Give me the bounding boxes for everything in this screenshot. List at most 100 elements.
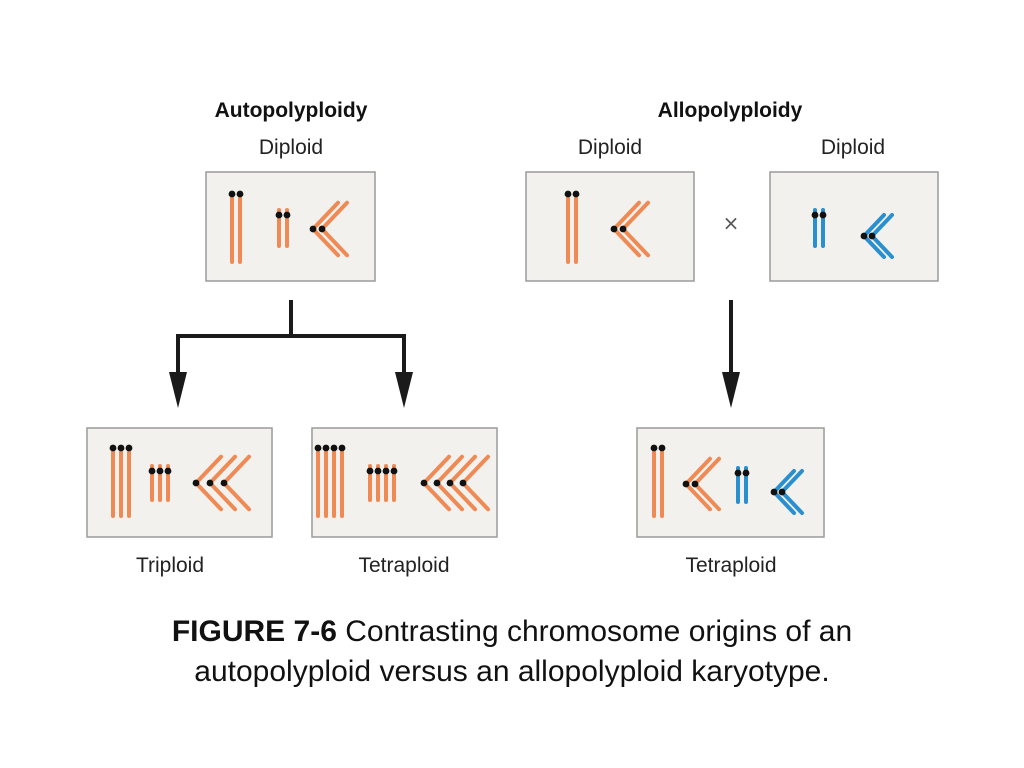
centromere — [770, 488, 778, 496]
arrowhead-right — [395, 372, 413, 408]
centromere — [742, 469, 750, 477]
v-chromosome-arm — [320, 227, 349, 258]
centromere — [314, 444, 322, 452]
v-chromosome-arm — [621, 227, 650, 258]
allopolyploidy-parent-left-label: Diploid — [578, 136, 642, 159]
v-chromosome-arm — [448, 481, 477, 512]
v-chromosome-arm — [435, 454, 464, 485]
v-chromosome-arm — [684, 456, 712, 486]
centromere — [322, 444, 330, 452]
centromere — [420, 479, 428, 487]
centromere — [860, 232, 868, 240]
centromere — [109, 444, 117, 452]
auto-tetraploid-label: Tetraploid — [358, 554, 449, 577]
figure-number: FIGURE 7-6 — [171, 615, 337, 648]
v-chromosome-arm — [311, 200, 340, 231]
auto-diploid-chromosomes — [228, 190, 349, 264]
v-chromosome-arm — [772, 490, 796, 515]
allopolyploidy-parent-right-label: Diploid — [821, 136, 885, 159]
caption-line-1: FIGURE 7-6 Contrasting chromosome origin… — [0, 612, 1024, 652]
allo-parent-b-chromosomes — [811, 208, 894, 259]
autopolyploidy-heading: Autopolyploidy — [215, 99, 368, 122]
centromere — [283, 211, 291, 219]
v-chromosome-arm — [208, 481, 237, 512]
allo-parent-a-chromosomes — [564, 190, 650, 264]
centromere — [734, 469, 742, 477]
centromere — [156, 467, 164, 475]
auto-tetraploid-panel — [311, 427, 498, 538]
centromere — [572, 190, 580, 198]
v-chromosome-arm — [772, 469, 796, 494]
allo-tetraploid-chromosomes — [650, 444, 804, 518]
v-chromosome-arm — [422, 481, 451, 512]
v-chromosome-arm — [222, 481, 251, 512]
allo-parent-a-panel — [525, 171, 695, 282]
centromere — [811, 211, 819, 219]
centromere — [330, 444, 338, 452]
v-chromosome-arm — [612, 227, 641, 258]
autopolyploidy-parent-label: Diploid — [259, 136, 323, 159]
v-chromosome-arm — [693, 482, 721, 512]
centromere — [819, 211, 827, 219]
centromere — [433, 479, 441, 487]
arrowhead-left — [169, 372, 187, 408]
centromere — [650, 444, 658, 452]
v-chromosome-arm — [862, 234, 886, 259]
centromere — [390, 467, 398, 475]
caption-line-2: autopolyploid versus an allopolyploid ka… — [194, 655, 830, 688]
v-chromosome-arm — [684, 482, 712, 512]
allo-tetraploid-label: Tetraploid — [685, 554, 776, 577]
centromere — [318, 225, 326, 233]
v-chromosome-arm — [693, 456, 721, 486]
centromere — [117, 444, 125, 452]
centromere — [206, 479, 214, 487]
v-chromosome-arm — [208, 454, 237, 485]
auto-tetraploid-chromosomes — [314, 444, 490, 518]
allo-parent-b-panel — [769, 171, 939, 282]
polyploidy-diagram: Autopolyploidy Diploid Allopolyploidy Di… — [86, 99, 939, 577]
v-chromosome-arm — [780, 469, 804, 494]
v-chromosome-arm — [870, 213, 894, 238]
centromere — [236, 190, 244, 198]
caption-text-1: Contrasting chromosome origins of an — [345, 615, 853, 648]
centromere — [868, 232, 876, 240]
branch-bar — [176, 334, 406, 380]
centromere — [192, 479, 200, 487]
v-chromosome-arm — [862, 213, 886, 238]
allo-arrow — [722, 300, 740, 408]
centromere — [778, 488, 786, 496]
centromere — [619, 225, 627, 233]
centromere — [275, 211, 283, 219]
centromere — [164, 467, 172, 475]
centromere — [374, 467, 382, 475]
figure-caption: FIGURE 7-6 Contrasting chromosome origin… — [0, 612, 1024, 692]
centromere — [125, 444, 133, 452]
v-chromosome-arm — [194, 481, 223, 512]
centromere — [309, 225, 317, 233]
v-chromosome-arm — [461, 481, 490, 512]
centromere — [382, 467, 390, 475]
centromere — [228, 190, 236, 198]
v-chromosome-arm — [435, 481, 464, 512]
v-chromosome-arm — [320, 200, 349, 231]
auto-triploid-panel — [86, 427, 273, 538]
auto-triploid-chromosomes — [109, 444, 251, 518]
centromere — [366, 467, 374, 475]
centromere — [446, 479, 454, 487]
centromere — [691, 480, 699, 488]
v-chromosome-arm — [612, 200, 641, 231]
v-chromosome-arm — [194, 454, 223, 485]
v-chromosome-arm — [461, 454, 490, 485]
v-chromosome-arm — [621, 200, 650, 231]
centromere — [148, 467, 156, 475]
v-chromosome-arm — [780, 490, 804, 515]
v-chromosome-arm — [870, 234, 894, 259]
auto-diploid-panel — [205, 171, 376, 282]
v-chromosome-arm — [422, 454, 451, 485]
triploid-label: Triploid — [136, 554, 204, 577]
centromere — [338, 444, 346, 452]
v-chromosome-arm — [311, 227, 340, 258]
centromere — [610, 225, 618, 233]
v-chromosome-arm — [448, 454, 477, 485]
centromere — [459, 479, 467, 487]
